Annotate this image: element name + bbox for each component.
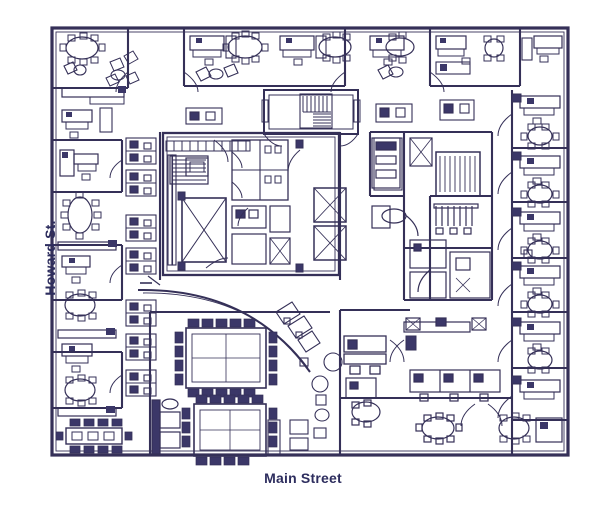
north-stairwell-room [261,89,361,147]
workstation-pod [125,299,157,327]
oval-conference-table [385,31,415,64]
southeast-open-office [343,317,501,445]
west-perimeter-offices [57,149,117,417]
west-workstation-clusters [125,137,157,397]
office-module [535,417,563,443]
office-module [521,35,563,63]
oval-conference-table [60,191,102,240]
restrooms [231,139,289,201]
east-service-zone [371,137,491,299]
building-outline [50,26,570,457]
credenza [57,328,117,339]
workstation-pod [125,333,157,361]
office-module [511,93,561,125]
oval-conference-table [527,347,553,374]
office-module [279,35,327,66]
southwest-open-area [151,398,181,455]
workstation-pod [125,214,157,242]
workstation-pod [125,369,157,397]
oval-conference-table [318,31,352,64]
office-module [511,317,561,351]
workstation-pod [125,137,157,165]
boardroom-large-south [181,394,278,466]
street-label-south: Main Street [264,470,342,486]
elevator-shaft [313,187,347,261]
oval-conference-table [520,123,560,150]
office-module [511,151,561,185]
locker-bank [433,203,479,235]
street-label-west: Howard St. [42,220,58,296]
corridor-hatch [165,140,251,152]
perimeter-furniture [63,61,533,259]
boardroom-large-north [174,318,278,398]
office-module [189,35,237,66]
round-conference-table [59,32,106,66]
workstation-pod [125,247,157,275]
oval-conference-table [498,412,531,445]
credenza [57,240,117,251]
west-stair [169,155,209,185]
credenza [61,86,126,105]
oval-conference-table [520,181,560,208]
southwest-boardroom [55,418,133,454]
north-perimeter-offices [189,30,563,75]
curved-atrium-wall [137,275,321,373]
lounge-seating [105,50,140,87]
building-core [161,131,347,277]
round-conference-table [483,35,505,62]
credenza [57,406,117,417]
office-module [511,261,561,295]
oval-conference-table [520,291,560,318]
elevator-shaft [181,197,227,263]
oval-conference-table [520,237,560,264]
mechanical-shaft [185,157,209,177]
door-swings [109,71,513,427]
northwest-zone [59,32,140,139]
east-stair [435,151,481,197]
office-module [511,207,561,241]
oval-conference-table [64,374,97,407]
stair-treads [299,93,333,129]
office-module [59,149,99,181]
angled-seating [275,301,321,353]
office-module [435,35,471,75]
oval-conference-table [64,289,97,322]
oval-conference-table [222,30,269,65]
east-perimeter-offices [498,93,563,445]
interior-partitions [52,28,568,455]
workstation [61,343,93,373]
office-module [61,255,91,284]
office-module [511,375,561,400]
round-conference-table [415,412,463,445]
south-lounge [267,352,343,455]
workstation-pod [125,169,157,197]
workstation [61,107,113,139]
